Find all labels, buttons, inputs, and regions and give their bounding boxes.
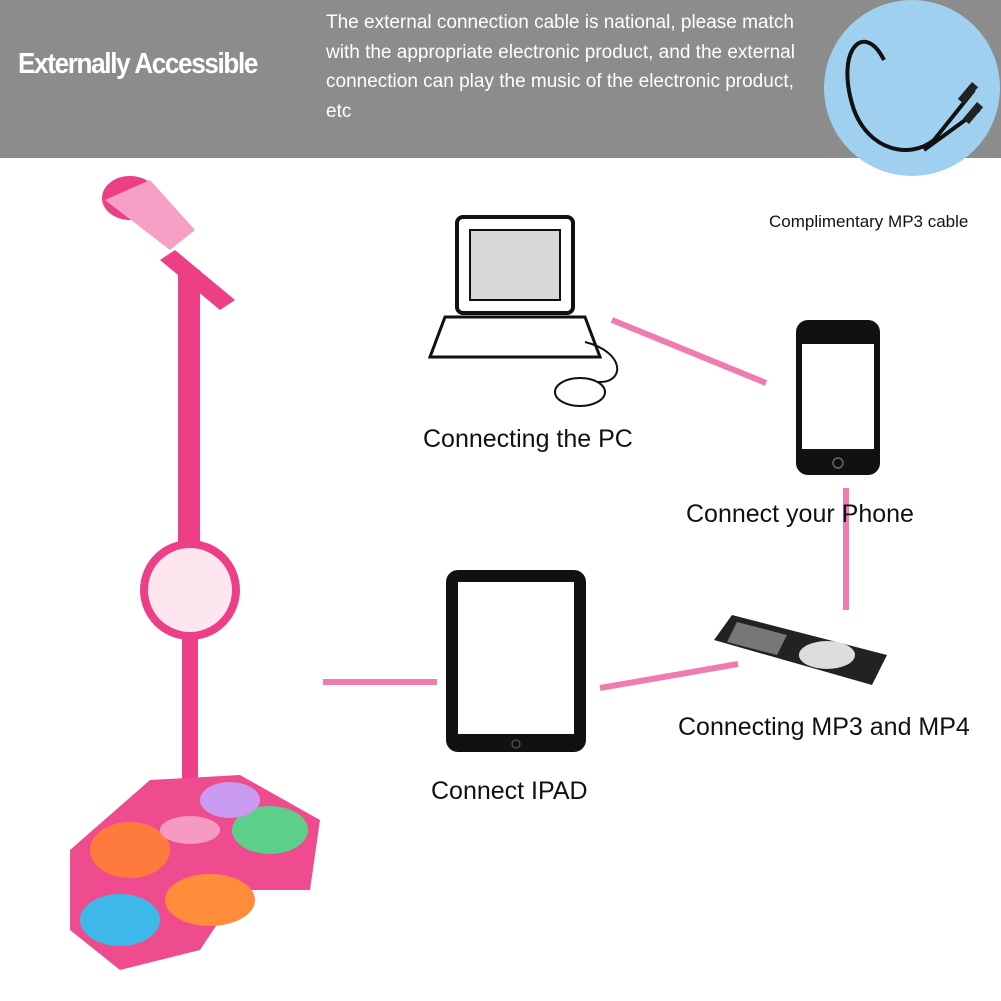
mp3-player-icon [714, 615, 887, 685]
mp3-cable-image [824, 0, 1000, 176]
kids-microphone-stand-image [70, 176, 320, 970]
line-mp3-ipad [599, 661, 739, 691]
cable-caption: Complimentary MP3 cable [769, 212, 969, 231]
banner-title: Externally Accessible [18, 48, 258, 80]
laptop-icon [427, 215, 619, 407]
ipad-caption: Connect IPAD [431, 777, 588, 805]
ipad-icon [446, 570, 586, 752]
phone-caption: Connect your Phone [686, 500, 914, 528]
phone-icon [796, 320, 880, 475]
line-pc-phone [610, 317, 768, 386]
banner-description: The external connection cable is nationa… [326, 12, 795, 122]
pc-caption: Connecting the PC [423, 425, 633, 453]
mp3-caption: Connecting MP3 and MP4 [678, 713, 970, 741]
